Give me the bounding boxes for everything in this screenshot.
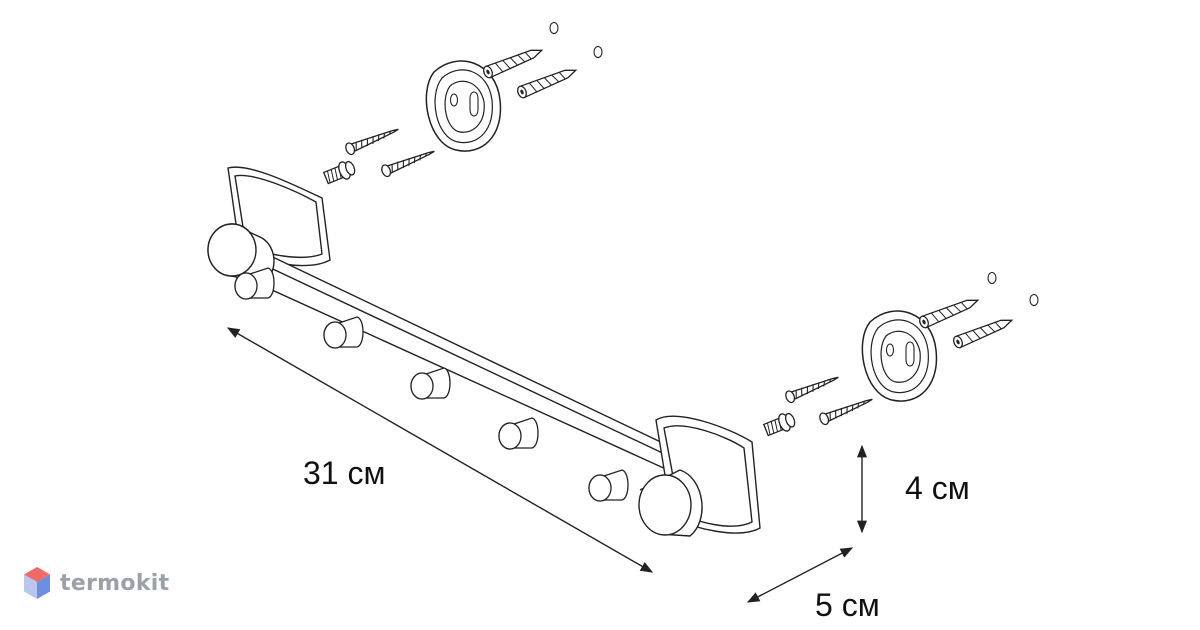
brand-logo: termokit [22, 566, 169, 600]
rail-bar [249, 249, 691, 482]
height-label: 4 см [905, 470, 970, 506]
wall-plug-right-1 [917, 294, 981, 330]
wood-screw-right-2 [817, 393, 876, 427]
length-label: 31 см [303, 455, 386, 491]
right-end-cap [638, 474, 692, 536]
set-screw-right [761, 409, 798, 439]
cap-right-2 [1029, 293, 1039, 307]
wood-screw-left-1 [343, 123, 402, 157]
wood-screw-left-2 [379, 145, 438, 179]
hook-2 [323, 316, 364, 349]
wall-plug-right-2 [951, 314, 1015, 350]
hooks [234, 267, 629, 502]
wall-plug-left-2 [515, 64, 579, 100]
wall-plug-left-1 [481, 44, 545, 80]
length-dimension-arrow [226, 327, 654, 573]
depth-label: 5 см [815, 587, 880, 623]
set-screw-left [321, 157, 358, 187]
depth-dimension-arrow [746, 547, 854, 603]
hook-5 [588, 469, 629, 502]
hook-4 [498, 417, 539, 450]
cap-left-1 [549, 21, 559, 35]
cap-right-1 [987, 271, 997, 285]
hook-3 [410, 367, 451, 400]
mounting-hardware-right [761, 271, 1039, 439]
hook-rail [207, 166, 761, 537]
brand-name: termokit [60, 570, 170, 596]
mounting-hardware-left [321, 21, 603, 187]
cap-left-2 [593, 45, 603, 59]
wood-screw-right-1 [783, 371, 842, 405]
hexagon-cube-icon [24, 567, 50, 599]
